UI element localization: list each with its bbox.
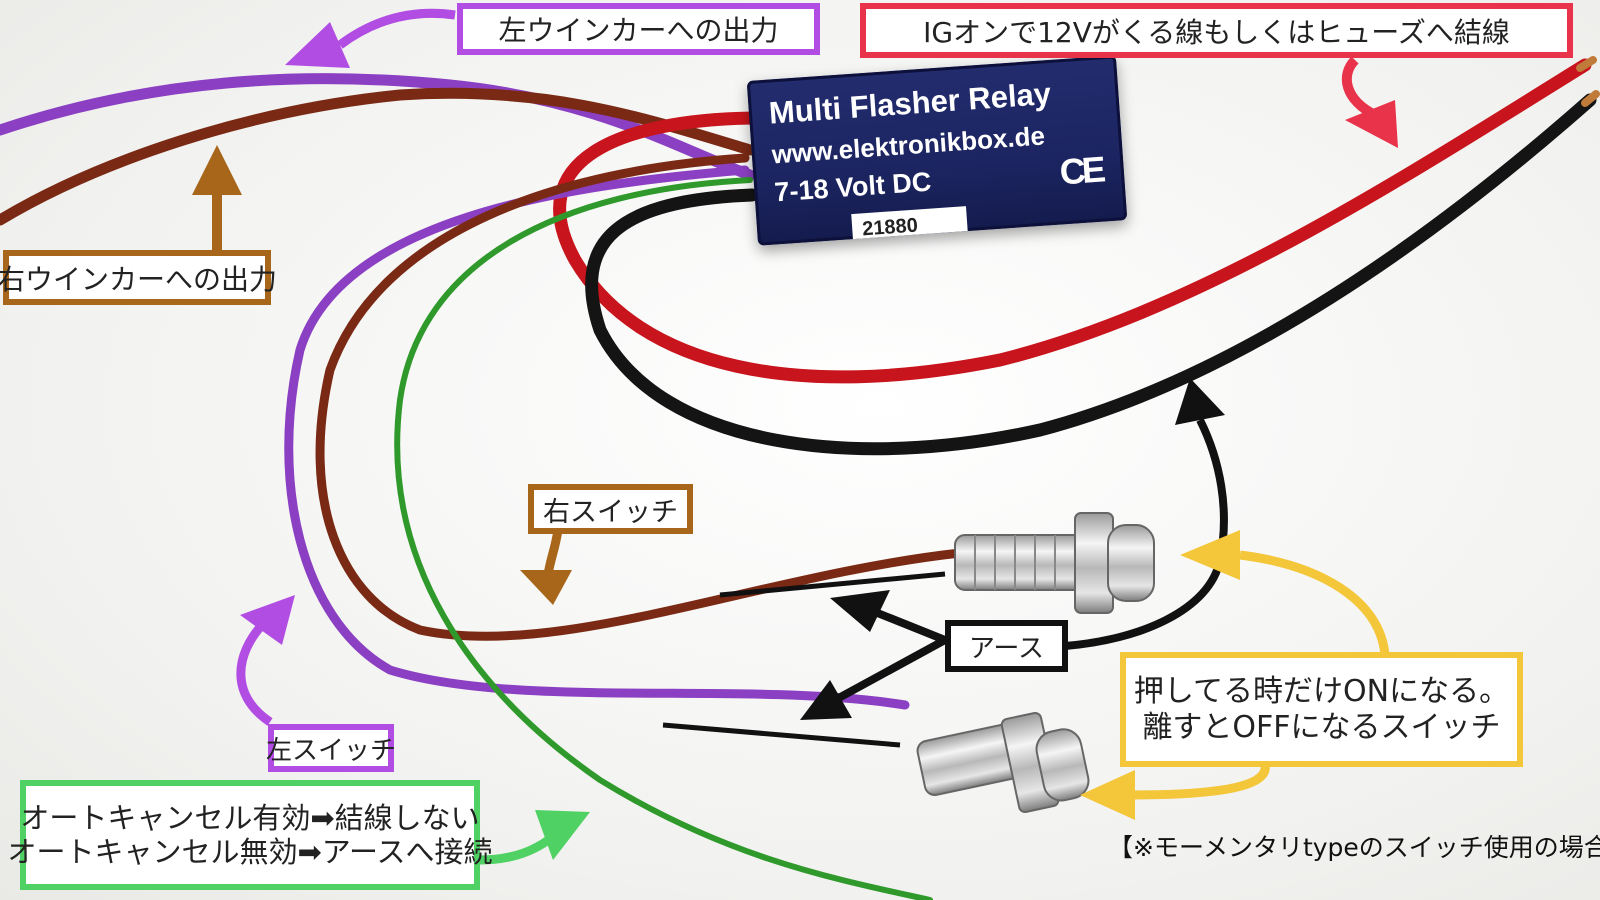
black-arrows-ground [800,378,1228,720]
brown-arrow-right-output [192,145,242,250]
right-switch-leg-line [719,571,946,598]
momentary-type-note: 【※モーメンタリtypeのスイッチ使用の場合】 [1108,833,1600,862]
brown-wire-right-switch [315,153,965,641]
green-wire-auto-cancel [394,177,933,900]
red-wire-power [553,58,1592,384]
yellow-arrows-momentary [1080,530,1390,820]
label-ground: アース [945,620,1068,672]
multi-flasher-relay: Multi Flasher Relay www.elektronikbox.de… [746,55,1128,246]
label-auto-cancel: オートキャンセル有効➡結線しない オートキャンセル無効➡アースへ接続 [7,780,493,890]
momentary-line-2: 離すとOFFになるスイッチ [1142,709,1501,745]
left-switch-leg-line [662,722,901,748]
right-pushbutton-switch [954,512,1155,614]
black-wire-tip [1581,90,1600,107]
auto-cancel-line-2: オートキャンセル無効➡アースへ接続 [7,835,493,869]
label-momentary-switch: 押してる時だけONになる。 離すとOFFになるスイッチ [1120,652,1523,767]
red-wire-tip [1576,56,1597,72]
purple-arrow-left-output [285,8,456,68]
purple-wire-left-switch [284,165,910,710]
brown-wire-right-output [0,87,756,226]
label-right-blinker-output: 右ウインカーへの出力 [0,250,277,305]
label-left-switch: 左スイッチ [266,724,396,772]
purple-arrow-left-switch [236,595,295,726]
momentary-line-1: 押してる時だけONになる。 [1133,674,1510,710]
label-right-switch: 右スイッチ [528,484,693,534]
label-left-blinker-output: 左ウインカーへの出力 [457,3,820,55]
purple-wire-left-output [0,73,756,181]
black-wire-ground [585,93,1597,456]
label-ig-on-12v: IGオンで12Vがくる線もしくはヒューズへ結線 [860,3,1573,58]
green-arrow-auto-cancel [479,810,590,865]
left-pushbutton-switch [916,711,1090,813]
ce-mark-icon: CE [1058,148,1104,193]
red-arrow-power [1341,56,1398,148]
auto-cancel-line-1: オートキャンセル有効➡結線しない [20,800,480,835]
brown-arrow-right-switch [520,529,572,605]
